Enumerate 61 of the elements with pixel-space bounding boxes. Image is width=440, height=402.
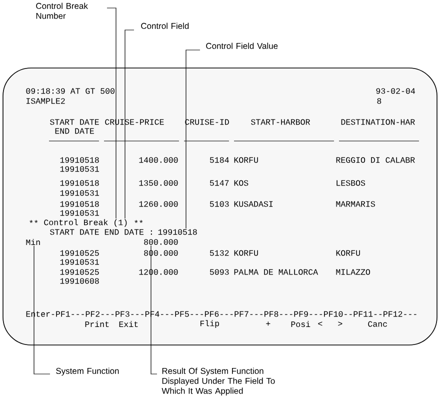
screen-text: START-HARBOR [251,119,310,125]
callout-text: System Function [56,368,119,376]
screen-text: < [318,322,322,326]
leader-line [124,30,134,219]
screen-text: Exit [119,320,138,328]
screen-text: 09:18:39 AT GT 500 [26,88,114,94]
screen-text: 5184 [210,157,229,163]
screen-text: KORFU [336,250,360,256]
screen-text: 19910525 [60,269,99,275]
screen-text: ISAMPLE2 [26,98,65,104]
screen-text: START DATE END DATE : [50,229,152,235]
screen-text: ** [134,220,143,223]
callout-text: Control Field [141,22,189,29]
screen-text: DESTINATION-HAR [341,119,415,125]
screen-text: Flip [200,320,219,328]
screen-text: Print [85,320,109,328]
leader-line [150,245,158,374]
screen-text: 19910608 [60,278,99,284]
screen-text: Posi [291,320,310,328]
callout-text: Control Field Value [206,42,278,49]
screen-text: 1350.000 [139,180,178,186]
screen-text: 5147 [210,180,229,186]
screen-text: END DATE [55,128,94,134]
leader-line [34,245,50,374]
screen-text: KORFU [234,157,258,163]
screen-text: 19910525 [60,250,99,256]
screen-text: 1400.000 [139,157,178,163]
screen-text: 93-02-04 [376,88,415,94]
callout-text: Result Of System Function Displayed Under The Field To Which It Was Applied [162,368,275,396]
screen-text: MILAZZO [336,269,370,275]
callout-text: Control Break Number [36,2,88,19]
screen-text: START DATE [50,119,99,125]
screen-text: Canc [368,321,387,327]
screen-text: KORFU [234,250,258,256]
screen-text: 5103 [210,201,229,207]
screen-text: 19910518 [158,229,197,235]
screen-text: Min [26,239,40,245]
screen-text: ** [30,220,38,223]
screen-text: Control Break (1) [44,219,127,227]
screen-text: KUSADASI [234,201,273,207]
screen-text: 19910531 [60,259,99,265]
screen-text: 19910531 [60,210,99,216]
screen-text: 19910518 [60,201,99,207]
leader-line [186,50,200,229]
screen-text: 5093 [210,269,229,275]
screen-text: 1260.000 [139,201,178,207]
screen-text: 19910518 [60,180,99,186]
screen-text: 5132 [210,250,229,256]
screen-text: > [338,322,342,326]
screen-text: MARMARIS [336,201,375,207]
screen-text: 8 [377,98,382,104]
screen-text: 19910531 [60,166,99,172]
screen-text: REGGIO DI CALABR [336,157,415,163]
leader-line [106,8,116,219]
screen-text: 19910531 [60,190,99,196]
screen-text: LESBOS [336,180,366,186]
screen-text: KOS [234,180,248,186]
screen-text: 800.000 [144,239,178,245]
screen-text: 19910518 [60,157,99,163]
screen-text: + [266,322,270,326]
screen-text: PALMA DE MALLORCA [234,269,318,275]
